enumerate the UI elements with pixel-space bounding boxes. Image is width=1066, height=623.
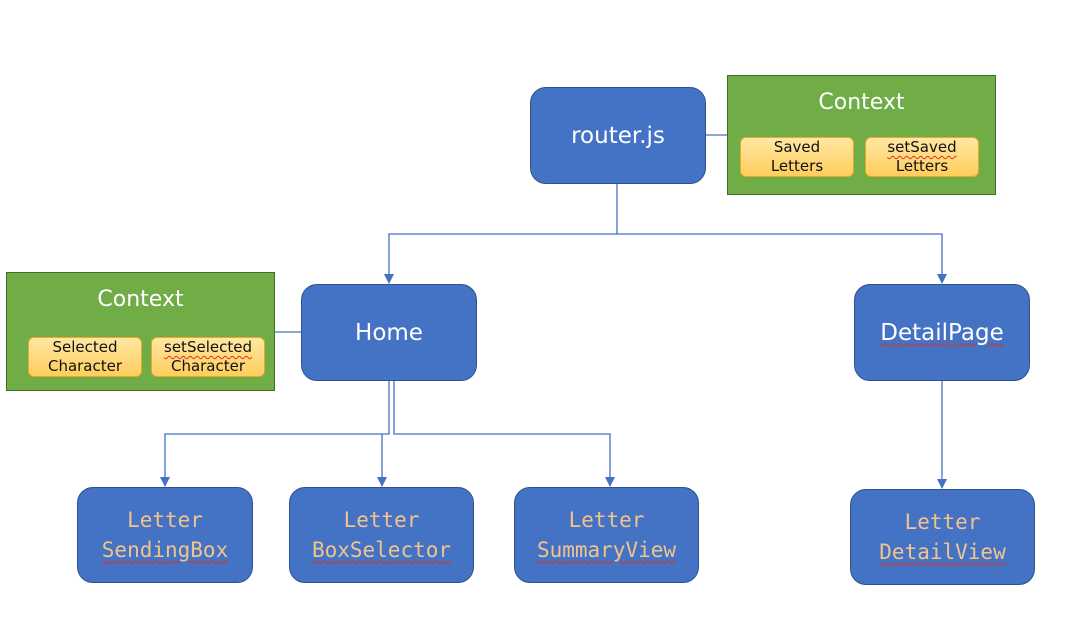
letter-sendingbox-line2: SendingBox <box>101 538 229 562</box>
selected-character-chip: Selected Character <box>28 337 142 377</box>
home-node: Home <box>301 284 477 381</box>
home-to-summaryview-arrow <box>393 381 615 487</box>
letter-summaryview-node: Letter SummaryView <box>514 487 699 583</box>
router-to-home-arrow <box>384 184 618 284</box>
home-to-sendingbox-arrow <box>160 381 390 487</box>
router-label: router.js <box>571 122 665 149</box>
set-saved-letters-line2: Letters <box>895 157 949 175</box>
letter-sendingbox-line1: Letter <box>127 508 203 532</box>
saved-letters-chip: Saved Letters <box>740 137 854 177</box>
home-label: Home <box>355 319 423 346</box>
letter-summaryview-line1: Letter <box>568 508 645 532</box>
set-selected-character-line2: Character <box>170 357 246 375</box>
saved-letters-line1: Saved <box>773 138 821 156</box>
router-to-detailpage-arrow <box>617 233 947 284</box>
router-node: router.js <box>530 87 706 184</box>
set-selected-character-chip: setSelected Character <box>151 337 265 377</box>
selected-character-line1: Selected <box>52 338 118 356</box>
set-selected-character-line1: setSelected <box>164 338 252 356</box>
selected-character-line2: Character <box>47 357 123 375</box>
letter-detailview-line1: Letter <box>904 510 981 534</box>
letter-detailview-node: Letter DetailView <box>850 489 1035 585</box>
letter-detailview-line2: DetailView <box>879 540 1006 564</box>
home-context-title: Context <box>97 287 184 312</box>
set-saved-letters-chip: setSaved Letters <box>865 137 979 177</box>
home-context-box: Context Selected Character setSelected C… <box>6 272 275 391</box>
letter-boxselector-node: Letter BoxSelector <box>289 487 474 583</box>
set-saved-letters-line1: setSaved <box>887 138 957 156</box>
letter-sendingbox-node: Letter SendingBox <box>77 487 253 583</box>
letter-summaryview-line2: SummaryView <box>536 538 677 562</box>
detailpage-node: DetailPage <box>854 284 1030 381</box>
router-context-title: Context <box>818 90 905 115</box>
letter-boxselector-line1: Letter <box>343 508 420 532</box>
saved-letters-line2: Letters <box>770 157 824 175</box>
router-context-box: Context Saved Letters setSaved Letters <box>727 75 996 195</box>
detailpage-label: DetailPage <box>880 319 1004 346</box>
letter-boxselector-line2: BoxSelector <box>311 538 452 562</box>
